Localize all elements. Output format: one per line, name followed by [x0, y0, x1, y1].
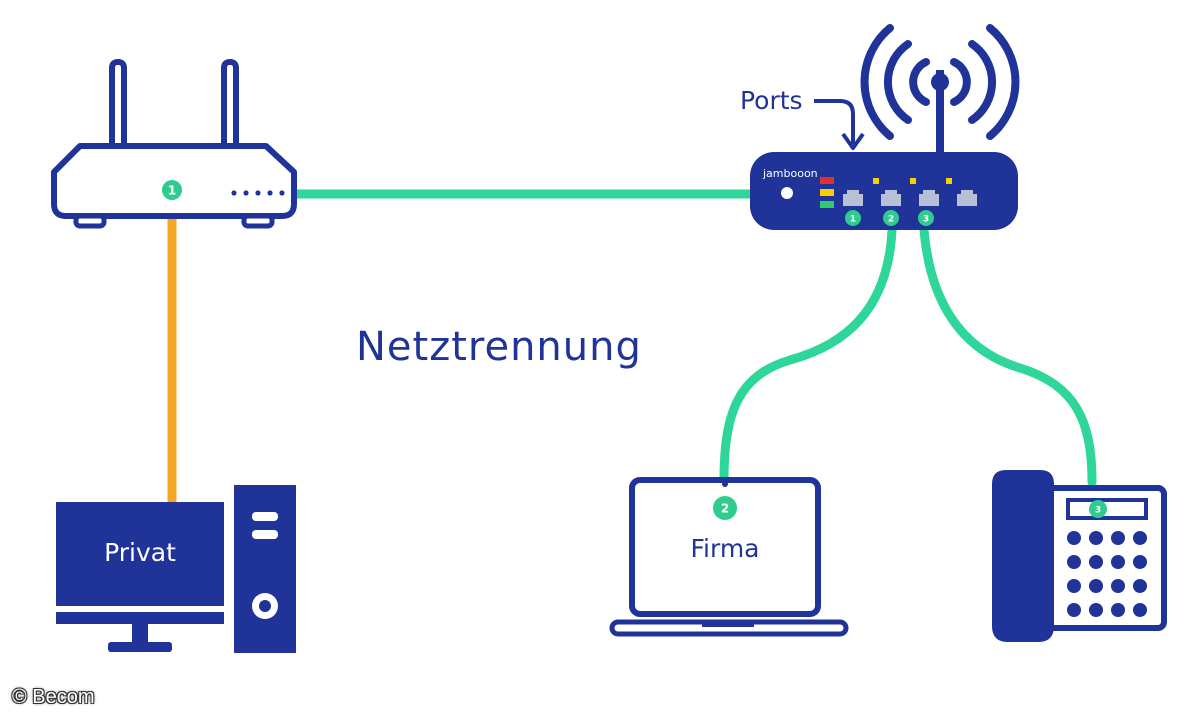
laptop-port-badge: 2 — [713, 496, 737, 520]
svg-text:1: 1 — [850, 215, 856, 225]
router-icon — [51, 58, 297, 229]
ports-arrowhead — [841, 132, 865, 150]
router-port-badge: 1 — [162, 180, 182, 200]
svg-text:2: 2 — [721, 502, 729, 516]
antenna-tip — [931, 73, 949, 91]
desktop-label: Privat — [104, 538, 176, 567]
svg-text:3: 3 — [1095, 506, 1101, 516]
switch-port-badge-2: 2 — [883, 210, 899, 226]
switch-antenna — [936, 70, 944, 156]
switch-port-badge-3: 3 — [918, 210, 934, 226]
desk-phone-icon — [992, 470, 1167, 642]
router-port-number: 1 — [168, 184, 176, 198]
switch-port-badge-1: 1 — [845, 210, 861, 226]
laptop-icon — [609, 477, 849, 637]
desktop-computer-icon — [56, 485, 296, 653]
svg-text:3: 3 — [923, 215, 929, 225]
cable-switch-to-laptop — [719, 225, 897, 485]
diagram-title: Netztrennung — [356, 324, 642, 370]
ports-label: Ports — [740, 86, 803, 115]
phone-port-badge: 3 — [1089, 500, 1107, 518]
ports-arrow — [814, 99, 855, 144]
network-switch-icon: jambooon — [750, 152, 1018, 230]
cable-switch-to-phone — [919, 225, 1097, 487]
image-credit: © Becom — [12, 686, 95, 708]
svg-text:2: 2 — [888, 215, 894, 225]
laptop-label: Firma — [690, 534, 759, 563]
wifi-signal-icon — [860, 24, 1020, 140]
switch-brand-label: jambooon — [762, 167, 818, 180]
